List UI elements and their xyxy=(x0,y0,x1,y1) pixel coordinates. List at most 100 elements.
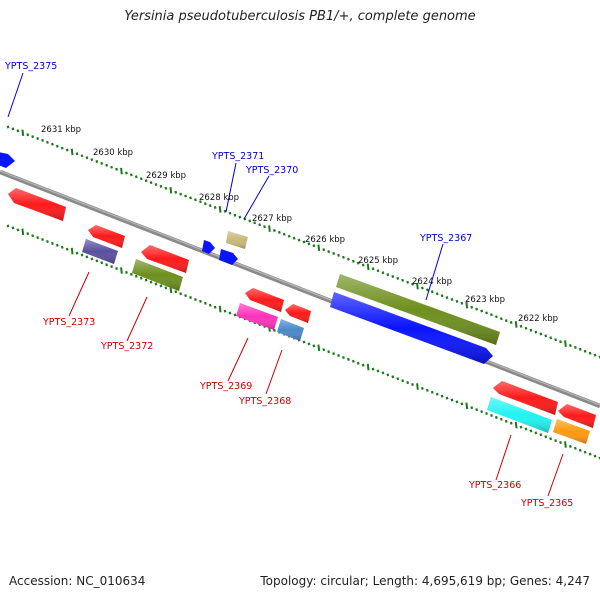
ruler-minor-tick xyxy=(277,230,281,234)
feature-ypts-2375[interactable] xyxy=(0,152,15,168)
feature-ypts-2371[interactable] xyxy=(202,240,215,254)
ruler-major-tick xyxy=(564,340,567,347)
ruler-minor-tick xyxy=(470,406,474,410)
ruler-minor-tick xyxy=(401,379,405,383)
ruler-minor-tick xyxy=(233,313,237,317)
ruler-minor-tick xyxy=(386,273,390,277)
ruler-minor-tick xyxy=(361,363,365,367)
tick-label-2631: 2631 kbp xyxy=(41,125,81,135)
ruler-minor-tick xyxy=(41,138,44,142)
ruler-minor-tick xyxy=(312,344,316,348)
ruler-minor-tick xyxy=(223,309,227,313)
ruler-minor-tick xyxy=(391,274,395,279)
ruler-minor-tick xyxy=(16,129,20,133)
ruler-minor-tick xyxy=(573,345,577,349)
ruler-minor-tick xyxy=(164,286,168,290)
ruler-minor-tick xyxy=(90,158,94,162)
ruler-minor-tick xyxy=(450,297,454,302)
ruler-minor-tick xyxy=(312,244,316,248)
leader-ypts-2367 xyxy=(425,243,444,301)
ruler-minor-tick xyxy=(490,413,493,418)
ruler-minor-tick xyxy=(494,315,498,319)
ruler-minor-tick xyxy=(95,160,99,163)
ruler-minor-tick xyxy=(588,452,592,456)
ruler-minor-tick xyxy=(36,136,40,141)
ruler-major-tick xyxy=(120,167,123,175)
feature-tan-misc[interactable] xyxy=(226,231,248,249)
ruler-minor-tick xyxy=(129,272,133,276)
ruler-minor-tick xyxy=(6,125,10,129)
feature-ypts-2373-red[interactable] xyxy=(88,225,125,248)
ruler-major-tick xyxy=(218,206,222,213)
ruler-major-tick xyxy=(514,321,518,328)
feature-ypts-2367-cds[interactable] xyxy=(330,292,493,364)
ruler-minor-tick xyxy=(485,411,488,416)
ruler-minor-tick xyxy=(332,352,336,356)
ruler-minor-tick xyxy=(534,431,538,435)
ruler-minor-tick xyxy=(194,198,197,202)
ruler-minor-tick xyxy=(129,173,133,177)
ruler-minor-tick xyxy=(549,336,553,340)
ruler-minor-tick xyxy=(60,146,64,150)
ruler-major-tick xyxy=(70,148,74,156)
ruler-minor-tick xyxy=(31,234,35,238)
feature-ypts-2370[interactable] xyxy=(219,249,238,265)
ruler-minor-tick xyxy=(475,307,479,311)
feature-ypts-2369[interactable] xyxy=(236,303,278,330)
ruler-minor-tick xyxy=(337,253,340,257)
feature-ypts-2372[interactable] xyxy=(132,259,183,291)
ruler-minor-tick xyxy=(539,332,543,336)
ruler-minor-tick xyxy=(494,415,498,419)
ruler-major-tick xyxy=(366,363,370,371)
tick-label-2628: 2628 kbp xyxy=(199,193,239,203)
feature-ypts-2366[interactable] xyxy=(487,397,552,433)
ruler-minor-tick xyxy=(420,386,424,390)
feature-red-top-left[interactable] xyxy=(8,188,66,221)
ruler-minor-tick xyxy=(544,334,548,338)
ruler-minor-tick xyxy=(144,179,148,183)
ruler-minor-tick xyxy=(26,133,30,137)
ruler-minor-tick xyxy=(435,392,439,396)
ruler-minor-tick xyxy=(559,340,562,344)
tick-label-2630: 2630 kbp xyxy=(93,148,133,158)
ruler-minor-tick xyxy=(519,425,523,429)
ruler-major-tick xyxy=(317,344,321,352)
feature-ypts-2368[interactable] xyxy=(277,319,304,341)
label-ypts-2370: YPTS_2370 xyxy=(245,165,298,176)
feature-ypts-2365-red[interactable] xyxy=(558,404,596,428)
feature-ypts-2367-olive[interactable] xyxy=(336,274,500,345)
ruler-minor-tick xyxy=(75,251,79,255)
ruler-minor-tick xyxy=(539,433,543,437)
feature-ypts-2368-red[interactable] xyxy=(285,304,311,323)
ruler-minor-tick xyxy=(529,328,533,332)
ruler-minor-tick xyxy=(115,266,118,271)
feature-ypts-2365[interactable] xyxy=(553,419,590,444)
ruler-minor-tick xyxy=(144,278,148,282)
label-ypts-2367: YPTS_2367 xyxy=(419,233,472,244)
ruler-minor-tick xyxy=(440,294,444,298)
ruler-minor-tick xyxy=(110,165,113,169)
ruler-minor-tick xyxy=(85,255,89,259)
feature-ypts-2372-red[interactable] xyxy=(141,245,189,273)
ruler-minor-tick xyxy=(105,163,109,167)
ruler-minor-tick xyxy=(396,377,400,381)
ruler-minor-tick xyxy=(445,296,449,300)
feature-ypts-2373[interactable] xyxy=(82,239,118,264)
outer-tick-ruler xyxy=(6,125,600,359)
genome-backbone xyxy=(0,169,600,409)
ruler-minor-tick xyxy=(174,190,178,194)
ruler-minor-tick xyxy=(524,427,528,431)
ruler-minor-tick xyxy=(31,135,35,139)
ruler-minor-tick xyxy=(203,301,207,305)
feature-ypts-2369-red[interactable] xyxy=(245,288,284,312)
ruler-minor-tick xyxy=(125,270,128,274)
ruler-minor-tick xyxy=(307,242,311,246)
ruler-major-tick xyxy=(416,383,419,390)
ruler-major-tick xyxy=(120,267,123,274)
ruler-minor-tick xyxy=(470,305,474,309)
feature-ypts-2366-red[interactable] xyxy=(493,381,558,415)
ruler-minor-tick xyxy=(356,261,360,265)
ruler-minor-tick xyxy=(411,282,414,286)
ruler-minor-tick xyxy=(376,269,380,273)
ruler-minor-tick xyxy=(351,359,355,363)
